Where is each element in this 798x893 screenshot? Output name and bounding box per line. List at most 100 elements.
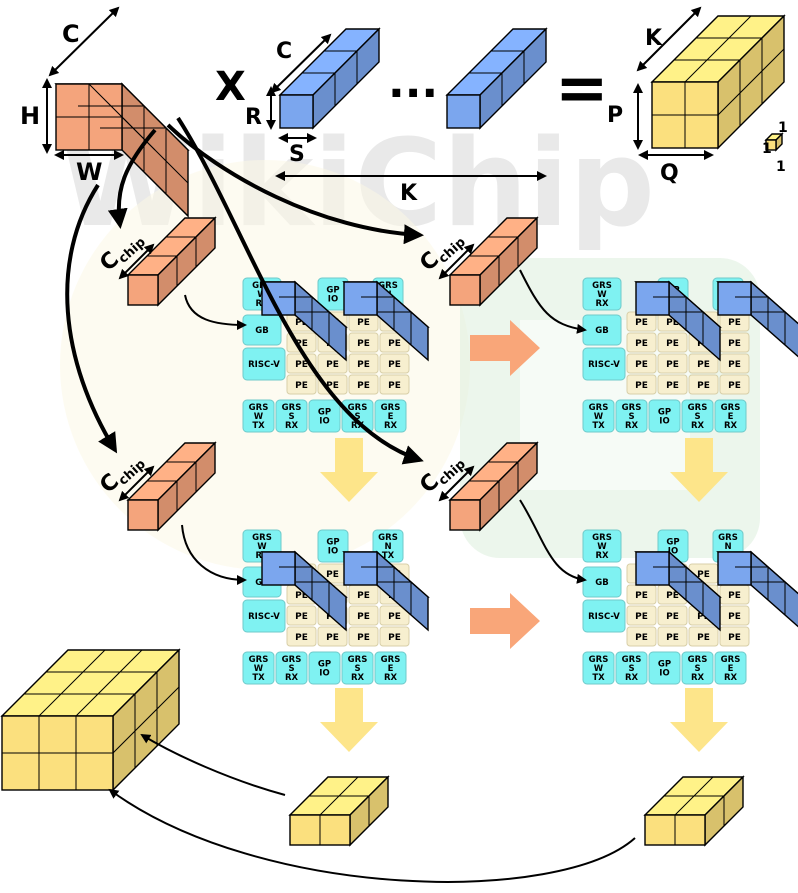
- chip-top-left-bottom-tile-3-box: [341, 399, 374, 433]
- chip-top-left-gb-tile: GB: [242, 314, 282, 346]
- chip-top-left-pe-text: PE: [295, 318, 308, 328]
- dim-k-output-arrow: [636, 6, 702, 72]
- chip-bottom-left-bottom-tile-0-text: W: [254, 664, 264, 674]
- chip-top-left-bottom-tile-2-text: IO: [319, 417, 329, 427]
- input-tensor: [54, 82, 190, 218]
- chip-top-right-gb-tile-text: GB: [595, 326, 608, 336]
- chip-bottom-left-top-tile-0-text: GRS: [252, 533, 272, 543]
- chip-top-left-pe-box: [317, 353, 348, 374]
- chip-top-right-gb-tile: GB: [582, 314, 622, 346]
- chip-top-right-bottom-tile-4-box: [714, 399, 747, 433]
- chip-bottom-left-pe-box: [379, 626, 410, 647]
- chip-top-left-bottom-tile-4-text: RX: [384, 421, 398, 431]
- chip-top-left-riscv-tile-text: RISC-V: [248, 360, 280, 370]
- chip-bottom-left-pe-box: [317, 626, 348, 647]
- chip-top-right-bottom-tile-3-text: RX: [691, 421, 705, 431]
- chip-top-right-bottom-tile-1-box: [615, 399, 648, 433]
- chip-bottom-left-bottom-tile-2-box: [308, 651, 341, 685]
- chip-top-right: GRSWRXGPIOGRSNTXGBRISC-VGRSWTXGRSSRXGPIO…: [582, 277, 750, 433]
- chip-top-left-riscv-tile-box: [242, 347, 286, 381]
- chip-bottom-left-pe-cell: PE: [379, 626, 410, 647]
- chip-bottom-right-bottom-tile-0-text: GRS: [589, 655, 609, 665]
- chip-top-right-pe-cell: PE: [626, 332, 657, 353]
- chip-bottom-right-pe-cell: PE: [657, 605, 688, 626]
- chip-bottom-right-bottom-tile-4-text: E: [728, 664, 734, 674]
- chip-weight-4: [634, 280, 722, 362]
- feed-arrow-1: [184, 294, 247, 330]
- chip-weight-5: [716, 280, 798, 358]
- accumulated-output-grid-line: [38, 649, 106, 717]
- flow-arrow-cchip-2: [166, 123, 424, 245]
- chip-top-left-gb-tile-text: GB: [255, 326, 268, 336]
- flow-arrow-cchip-3: [65, 183, 118, 454]
- chip-bottom-right-riscv-tile-text: RISC-V: [588, 612, 620, 622]
- chip-top-right-top-tile-0-text: W: [597, 290, 607, 300]
- chip-bottom-left-top-tile-0-text: W: [257, 542, 267, 552]
- chip-bottom-right-bottom-tile-1-text: S: [628, 664, 634, 674]
- chip-bottom-left-pe-cell: PE: [348, 605, 379, 626]
- chip-bottom-right-pe-text: PE: [697, 612, 710, 622]
- chip-bottom-left-bottom-tile-4-text: GRS: [381, 655, 401, 665]
- orange-flow-arrow-1: [470, 320, 540, 376]
- chip-bottom-right-top-tile-0-text: GRS: [592, 533, 612, 543]
- chip-weight-0: [260, 280, 348, 362]
- chip-top-left-pe-cell: PE: [379, 353, 410, 374]
- chip-bottom-left-pe-text: PE: [357, 591, 370, 601]
- chip-bottom-right-bottom-tile-4-text: GRS: [721, 655, 741, 665]
- collect-arrow-2: [108, 788, 636, 883]
- label-c: C: [62, 20, 80, 48]
- chip-bottom-left-pe-text: PE: [357, 612, 370, 622]
- chip-bottom-right-bottom-tile-3-box: [681, 651, 714, 685]
- chip-top-left-bottom-tile-1-text: RX: [285, 421, 299, 431]
- chip-bottom-right-pe-cell: PE: [626, 584, 657, 605]
- orange-flow-arrow-2: [470, 593, 540, 649]
- chip-top-left-pe-box: [286, 374, 317, 395]
- chip-bottom-left-bottom-tile-1-text: GRS: [282, 655, 302, 665]
- chip-weight-6: [634, 550, 722, 632]
- chip-bottom-left-pe-box: [348, 626, 379, 647]
- chip-bottom-right-bottom-tile-1-text: RX: [625, 673, 639, 683]
- chip-top-right-pe-cell: PE: [719, 332, 750, 353]
- weight-overlay-layer: [260, 280, 798, 632]
- chip-top-right-pe-box: [719, 353, 750, 374]
- partial-output-1: [288, 775, 390, 847]
- chip-top-right-top-tile-0-text: RX: [595, 299, 609, 309]
- chip-top-right-top-tile-0-text: GRS: [592, 281, 612, 291]
- flow-arrows: [65, 116, 424, 465]
- yellow-down-arrow-3: [320, 688, 378, 752]
- chip-bottom-left-bottom-tile-2-text: IO: [319, 669, 329, 679]
- chip-bottom-left-pe-text: PE: [295, 612, 308, 622]
- chip-top-left-bottom-tile-3-text: S: [354, 412, 360, 422]
- chip-top-right-bottom-tile-0-box: [582, 399, 615, 433]
- chip-top-right-bottom-tile-1-text: RX: [625, 421, 639, 431]
- yellow-down-arrow-4: [670, 688, 728, 752]
- chip-weight-3: [342, 550, 430, 632]
- chip-top-right-pe-box: [688, 353, 719, 374]
- chip-bottom-left-pe-box: [286, 605, 317, 626]
- chip-bottom-right-bottom-tile-2-text: IO: [659, 669, 669, 679]
- chip-top-left-pe-text: PE: [357, 318, 370, 328]
- chip-top-right-pe-cell: PE: [626, 374, 657, 395]
- label-h: H: [20, 102, 40, 130]
- chip-bottom-left-pe-text: PE: [295, 591, 308, 601]
- chip-top-right-pe-box: [626, 332, 657, 353]
- chip-bottom-left-riscv-tile: RISC-V: [242, 599, 286, 633]
- chip-weight-3-front-face: [343, 551, 378, 586]
- chip-bottom-right-bottom-tile-4-text: RX: [724, 673, 738, 683]
- label-p: P: [607, 103, 623, 128]
- chip-top-right-bottom-tile-0-text: W: [594, 412, 604, 422]
- label-w: W: [76, 158, 102, 186]
- chip-bottom-left-bottom-tile-1-box: [275, 651, 308, 685]
- chip-bottom-right-pe-text: PE: [697, 570, 710, 580]
